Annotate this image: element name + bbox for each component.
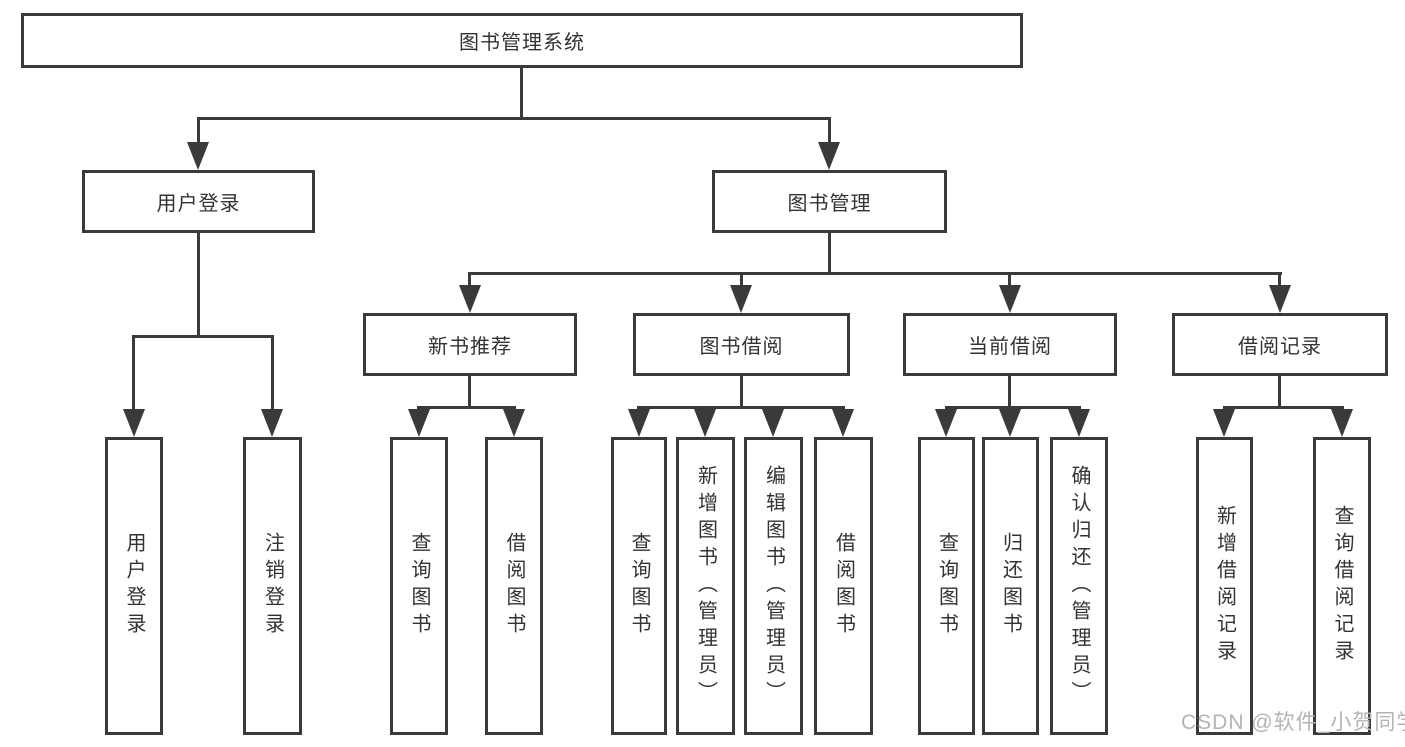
leaf-label: 注销登录: [261, 532, 284, 640]
connector-line: [1278, 272, 1281, 287]
arrowhead: [503, 409, 525, 437]
connector-line: [197, 117, 200, 144]
leaf-label: 借阅图书: [832, 532, 855, 640]
arrowhead: [408, 409, 430, 437]
node-user-login: 用户登录: [82, 170, 315, 233]
arrowhead: [1068, 409, 1090, 437]
node-label: 当前借阅: [968, 336, 1052, 358]
connector-line: [520, 68, 523, 117]
leaf-label: 确认归还（管理员）: [1068, 464, 1090, 708]
connector-line: [417, 406, 516, 409]
node-library-system: 图书管理系统: [21, 13, 1023, 68]
arrowhead: [459, 285, 481, 313]
connector-line: [828, 233, 831, 272]
node-label: 图书借阅: [699, 336, 784, 358]
connector-line: [828, 117, 831, 144]
node-current-borrowing: 当前借阅: [903, 313, 1117, 376]
connector-line: [197, 233, 200, 335]
leaf-nb-borrow-books: 借阅图书: [485, 437, 543, 735]
watermark: CSDN @软件_小贺同学: [1181, 711, 1405, 734]
arrowhead: [832, 409, 854, 437]
connector-line: [468, 376, 471, 406]
arrowhead: [762, 409, 784, 437]
arrowhead: [628, 409, 650, 437]
arrowhead: [261, 409, 283, 437]
connector-line: [132, 335, 273, 338]
connector-line: [197, 117, 831, 120]
arrowhead: [694, 409, 716, 437]
connector-line: [132, 335, 135, 411]
node-new-book-recommend: 新书推荐: [363, 313, 577, 376]
arrowhead: [935, 409, 957, 437]
connector-line: [740, 376, 743, 406]
node-label: 新书推荐: [428, 336, 512, 358]
leaf-cb-return-books: 归还图书: [982, 437, 1039, 735]
leaf-nb-query-books: 查询图书: [390, 437, 448, 735]
arrowhead: [1331, 409, 1353, 437]
leaf-br-query-record: 查询借阅记录: [1313, 437, 1371, 735]
connector-line: [271, 335, 274, 411]
connector-line: [468, 272, 471, 287]
leaf-bb-query-books: 查询图书: [611, 437, 667, 735]
leaf-cb-query-books: 查询图书: [918, 437, 975, 735]
connector-line: [1008, 376, 1011, 406]
arrowhead: [123, 409, 145, 437]
node-borrowing-records: 借阅记录: [1172, 313, 1388, 376]
connector-line: [1223, 406, 1344, 409]
connector-line: [740, 272, 743, 287]
arrowhead: [999, 409, 1021, 437]
node-label: 用户登录: [156, 193, 241, 215]
node-book-borrowing: 图书借阅: [633, 313, 850, 376]
arrowhead: [1213, 409, 1235, 437]
leaf-label: 新增借阅记录: [1213, 505, 1236, 667]
arrowhead: [1269, 285, 1291, 313]
leaf-label: 查询图书: [935, 532, 958, 640]
arrowhead: [730, 285, 752, 313]
leaf-logout: 注销登录: [243, 437, 302, 735]
arrowhead: [187, 142, 209, 170]
leaf-label: 归还图书: [999, 532, 1022, 640]
leaf-label: 查询图书: [408, 532, 430, 640]
leaf-label: 查询借阅记录: [1331, 505, 1353, 667]
connector-line: [1278, 376, 1281, 406]
leaf-bb-borrow-books: 借阅图书: [814, 437, 873, 735]
arrowhead: [818, 142, 840, 170]
connector-line: [469, 272, 1282, 275]
connector-line: [1008, 272, 1011, 287]
arrowhead: [999, 285, 1021, 313]
leaf-label: 编辑图书（管理员）: [762, 464, 785, 708]
node-book-management: 图书管理: [712, 170, 947, 233]
leaf-label: 查询图书: [628, 532, 650, 640]
leaf-br-add-record: 新增借阅记录: [1196, 437, 1253, 735]
leaf-label: 用户登录: [123, 532, 145, 640]
leaf-bb-edit-books-admin: 编辑图书（管理员）: [744, 437, 803, 735]
node-label: 图书管理: [787, 193, 872, 215]
leaf-cb-confirm-return-admin: 确认归还（管理员）: [1050, 437, 1108, 735]
leaf-label: 新增图书（管理员）: [694, 464, 717, 708]
node-label: 图书管理系统: [459, 32, 585, 54]
connector-line: [945, 406, 1081, 409]
leaf-user-login: 用户登录: [105, 437, 163, 735]
connector-line: [637, 406, 845, 409]
leaf-bb-add-books-admin: 新增图书（管理员）: [676, 437, 735, 735]
leaf-label: 借阅图书: [503, 532, 525, 640]
node-label: 借阅记录: [1238, 336, 1322, 358]
